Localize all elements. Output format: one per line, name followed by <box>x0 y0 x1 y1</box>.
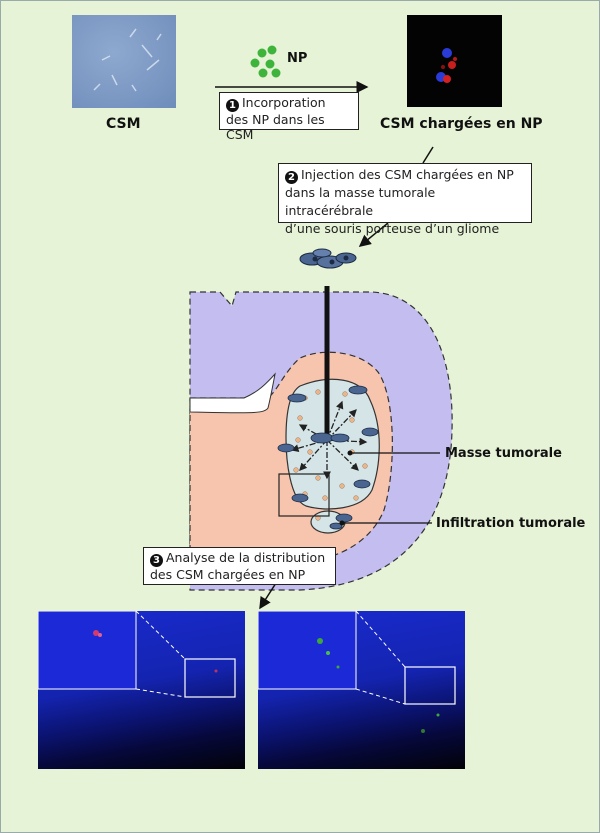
np-dot <box>271 68 281 78</box>
infiltration-label: Infiltration tumorale <box>436 516 586 531</box>
step3-number: 3 <box>150 554 163 567</box>
step2-number: 2 <box>285 171 298 184</box>
step1-line2: des NP dans les CSM <box>226 112 325 142</box>
step2-line2: dans la masse tumorale intracérébrale <box>285 185 436 218</box>
connector-line <box>422 146 434 164</box>
csm-micrograph <box>72 15 176 108</box>
np-dot <box>250 58 260 68</box>
injected-cell-cluster <box>299 248 357 269</box>
step2-line3: d’une souris porteuse d’un gliome <box>285 221 500 236</box>
step3-line2: des CSM chargées en NP <box>150 567 306 582</box>
step1-number: 1 <box>226 99 239 112</box>
np-dot <box>265 59 275 69</box>
csm-label: CSM <box>106 116 141 132</box>
np-dot <box>257 48 267 58</box>
step3-line1: Analyse de la distribution <box>166 550 326 565</box>
np-dot <box>258 68 268 78</box>
micrograph-left <box>38 611 245 769</box>
injection-arrow <box>358 222 389 247</box>
step2-line1: Injection des CSM chargées en NP <box>301 167 514 182</box>
loaded-csm-label: CSM chargées en NP <box>380 116 543 132</box>
fluorescence-cells <box>436 48 457 83</box>
micrograph-right <box>258 611 465 769</box>
micrograph-right-drawing <box>258 611 456 733</box>
np-dot <box>267 45 277 55</box>
ventricle <box>189 372 276 414</box>
loaded-csm-fluorescence <box>407 15 502 107</box>
analysis-arrow <box>259 582 277 610</box>
np-label: NP <box>287 51 308 66</box>
tumor-cells <box>277 385 379 530</box>
zoom-region <box>278 473 330 517</box>
csm-cells-drawing <box>93 28 162 92</box>
step1-line1: Incorporation <box>242 95 326 110</box>
micrograph-left-drawing <box>38 611 236 698</box>
tumor-mass-label: Masse tumorale <box>445 446 562 461</box>
